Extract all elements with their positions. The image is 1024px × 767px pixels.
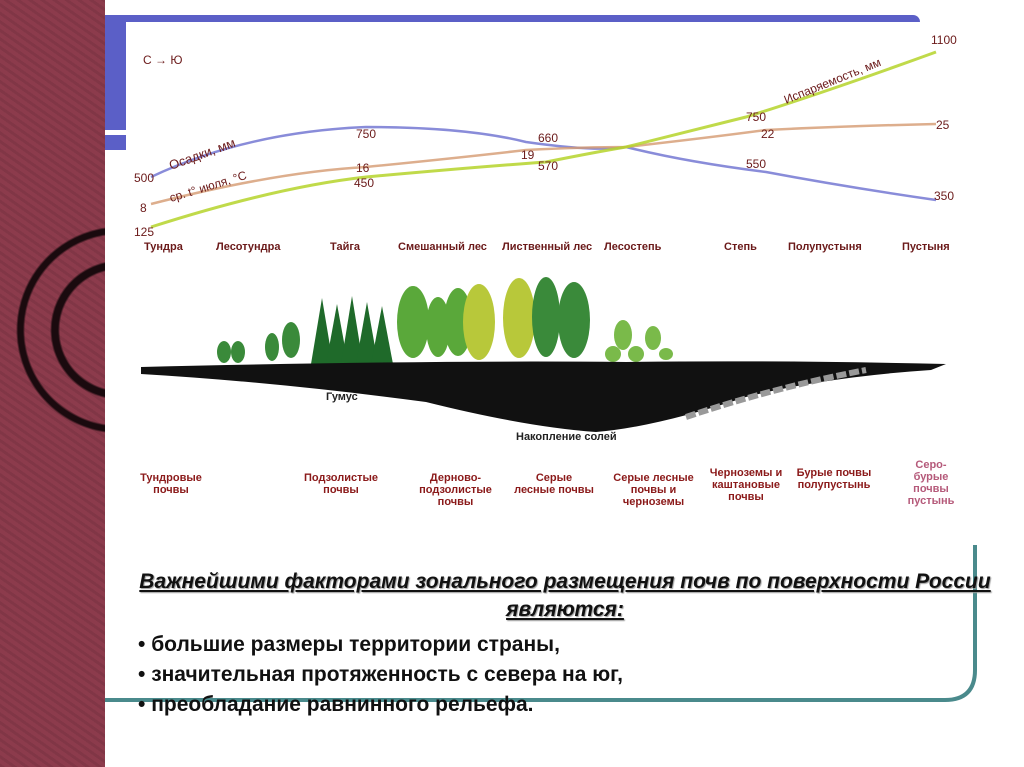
zone-label: Пустыня	[902, 241, 950, 253]
salt-layer	[685, 367, 867, 420]
accent-bar-small	[105, 135, 126, 150]
caption-title: Важнейшими факторами зонального размещен…	[139, 570, 991, 621]
soil-label: Серо-бурые почвы пустынь	[907, 459, 955, 507]
salt-label: Накопление солей	[516, 431, 617, 443]
temperature-line	[150, 122, 937, 206]
value: 19	[521, 148, 535, 162]
soil-profile	[141, 361, 946, 432]
zone-labels: Тундра Лесотундра Тайга Смешанный лес Ли…	[144, 241, 950, 253]
zone-label: Степь	[724, 241, 757, 253]
value: 8	[140, 201, 147, 215]
zone-label: Полупустыня	[788, 241, 862, 253]
temperature-label: ср. t° июля, °С	[168, 168, 249, 205]
zone-label: Лиственный лес	[502, 241, 592, 253]
zone-label: Лесостепь	[604, 241, 662, 253]
soil-label: Черноземы и каштановые почвы	[709, 467, 783, 503]
factor-item: значительная протяженность с севера на ю…	[138, 660, 1000, 690]
factor-item: большие размеры территории страны,	[138, 630, 1000, 660]
evaporation-line	[150, 50, 937, 229]
soil-label: Подзолистые почвы	[303, 472, 378, 496]
value: 750	[746, 110, 766, 124]
vegetation	[217, 277, 673, 364]
value: 125	[134, 225, 154, 239]
factor-list: большие размеры территории страны, значи…	[138, 630, 1000, 720]
humus-label: Гумус	[326, 391, 358, 403]
soil-labels: Тундровые почвы Подзолистые почвы Дернов…	[140, 459, 955, 508]
zone-label: Тайга	[330, 241, 361, 253]
precipitation-label: Осадки, мм	[167, 135, 237, 173]
value: 660	[538, 131, 558, 145]
value: 750	[356, 127, 376, 141]
value: 22	[761, 127, 775, 141]
accent-bar-top	[105, 15, 920, 22]
zone-label: Смешанный лес	[398, 241, 487, 253]
value: 500	[134, 171, 154, 185]
value: 1100	[931, 33, 957, 47]
value: 570	[538, 159, 558, 173]
evaporation-label: Испаряемость, мм	[782, 55, 883, 107]
value: 25	[936, 118, 950, 132]
accent-bar-side	[105, 15, 126, 130]
zone-label: Лесотундра	[216, 241, 281, 253]
zone-label: Тундра	[144, 241, 184, 253]
direction-label: С → Ю	[143, 53, 182, 67]
decorative-side-strip	[0, 0, 105, 767]
value: 16	[356, 161, 370, 175]
soil-label: Тундровые почвы	[140, 472, 202, 496]
factor-item: преобладание равнинного рельефа.	[138, 690, 1000, 720]
soil-zonation-diagram: С → Ю Осадки, мм ср. t° июля, °С Испаряе…	[134, 33, 957, 508]
value: 450	[354, 176, 374, 190]
value: 350	[934, 189, 954, 203]
soil-label: Серые лесные почвы и черноземы	[613, 472, 694, 508]
caption: Важнейшими факторами зонального размещен…	[130, 568, 1000, 720]
value: 550	[746, 157, 766, 171]
soil-label: Бурые почвы полупустынь	[796, 467, 872, 491]
soil-label: Серые лесные почвы	[514, 472, 594, 496]
soil-label: Дерново-подзолистые почвы	[419, 472, 492, 508]
